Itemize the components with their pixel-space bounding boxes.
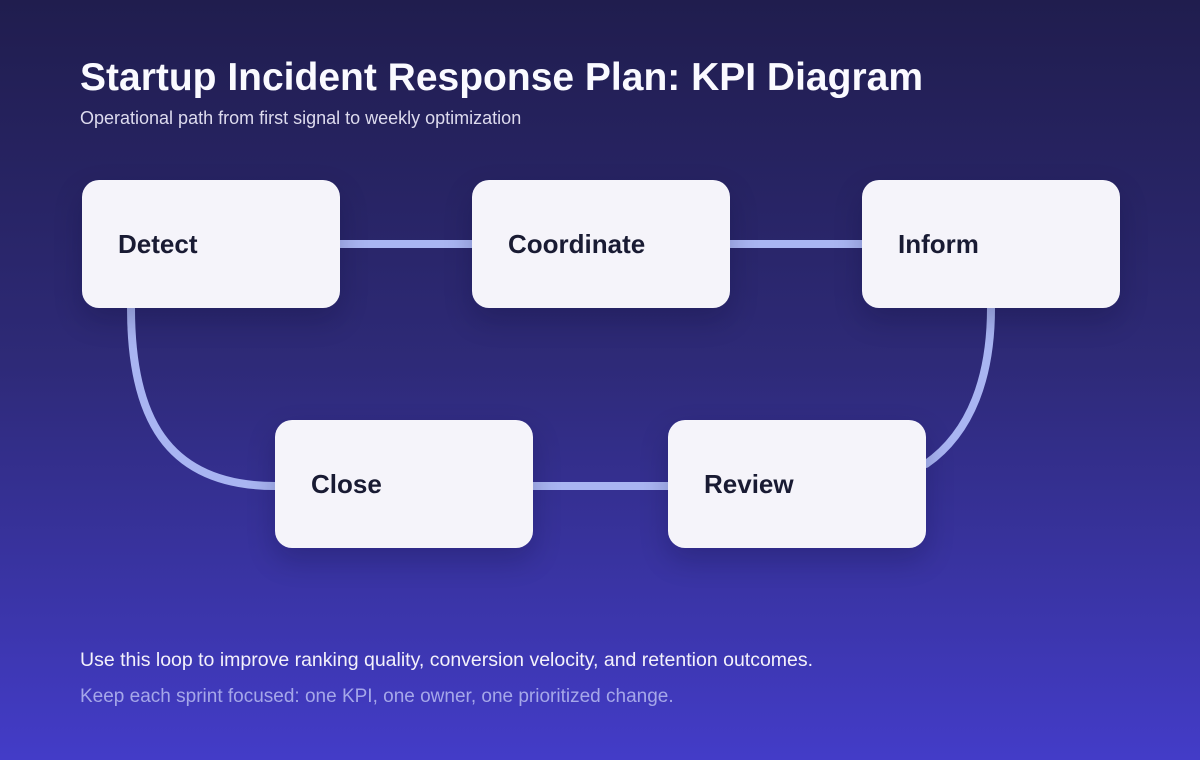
node-review: Review — [668, 420, 926, 548]
footer-secondary-text: Keep each sprint focused: one KPI, one o… — [80, 686, 674, 707]
node-coordinate-label: Coordinate — [508, 228, 646, 259]
node-review-label: Review — [704, 468, 794, 499]
connector-inform-review — [922, 304, 995, 468]
page-subtitle: Operational path from first signal to we… — [80, 108, 522, 128]
node-inform: Inform — [862, 180, 1120, 308]
node-detect: Detect — [82, 180, 340, 308]
node-close-label: Close — [311, 468, 382, 499]
node-detect-label: Detect — [118, 228, 198, 259]
connector-close-detect — [127, 304, 279, 490]
node-inform-label: Inform — [898, 228, 979, 259]
node-coordinate: Coordinate — [472, 180, 730, 308]
page-title: Startup Incident Response Plan: KPI Diag… — [80, 56, 923, 99]
footer-primary-text: Use this loop to improve ranking quality… — [80, 649, 814, 671]
node-close: Close — [275, 420, 533, 548]
